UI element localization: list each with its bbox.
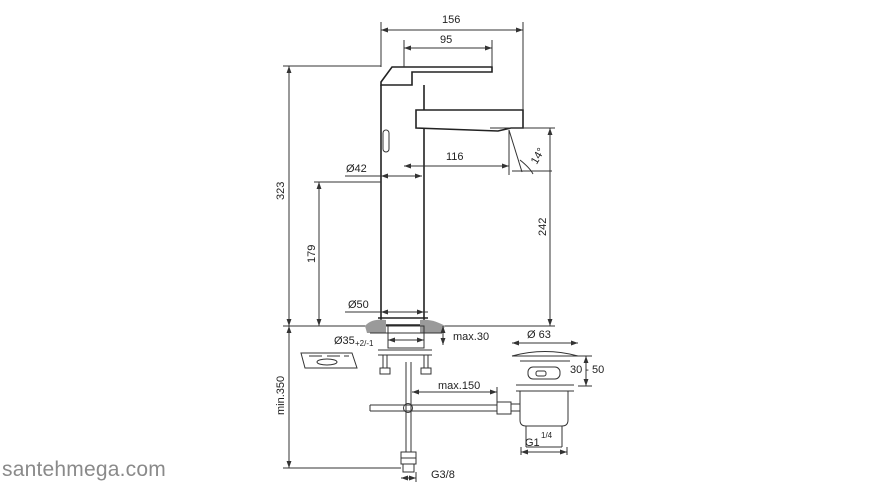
dim-base-diameter: Ø50 bbox=[348, 299, 369, 311]
dim-hole-tolerance: +2/-1 bbox=[355, 339, 374, 348]
dim-spout-angle: 14° bbox=[529, 146, 548, 166]
dim-waste-thread-fraction: 1/4 bbox=[541, 431, 553, 440]
waste-valve bbox=[511, 351, 579, 448]
popup-rod bbox=[369, 401, 512, 415]
dim-body-diameter-top: Ø42 bbox=[346, 163, 367, 175]
faucet-body bbox=[378, 66, 524, 326]
dim-waste-range: 30 - 50 bbox=[570, 364, 604, 376]
dim-spout-height: 242 bbox=[537, 218, 549, 236]
dim-max-deck-thickness: max.30 bbox=[453, 331, 489, 343]
dim-total-height: 323 bbox=[275, 182, 287, 200]
dim-spout-reach: 116 bbox=[446, 151, 464, 163]
dim-supply-thread: G3/8 bbox=[431, 469, 455, 481]
dim-lever-width: 95 bbox=[440, 34, 452, 46]
strainer-plug bbox=[300, 352, 358, 369]
dim-overall-width: 156 bbox=[442, 14, 460, 26]
watermark-text: santehmega.com bbox=[2, 458, 166, 481]
dim-waste-thread: G1 bbox=[525, 437, 540, 449]
dim-hole-diameter: Ø35 bbox=[334, 335, 355, 347]
mounting-assembly bbox=[378, 325, 432, 473]
dim-rod-length: max.150 bbox=[438, 380, 480, 392]
dim-body-height: 179 bbox=[306, 245, 318, 263]
dim-min-install-height: min.350 bbox=[275, 376, 287, 415]
dim-waste-diameter: Ø 63 bbox=[527, 329, 551, 341]
dimension-lines bbox=[283, 22, 592, 482]
